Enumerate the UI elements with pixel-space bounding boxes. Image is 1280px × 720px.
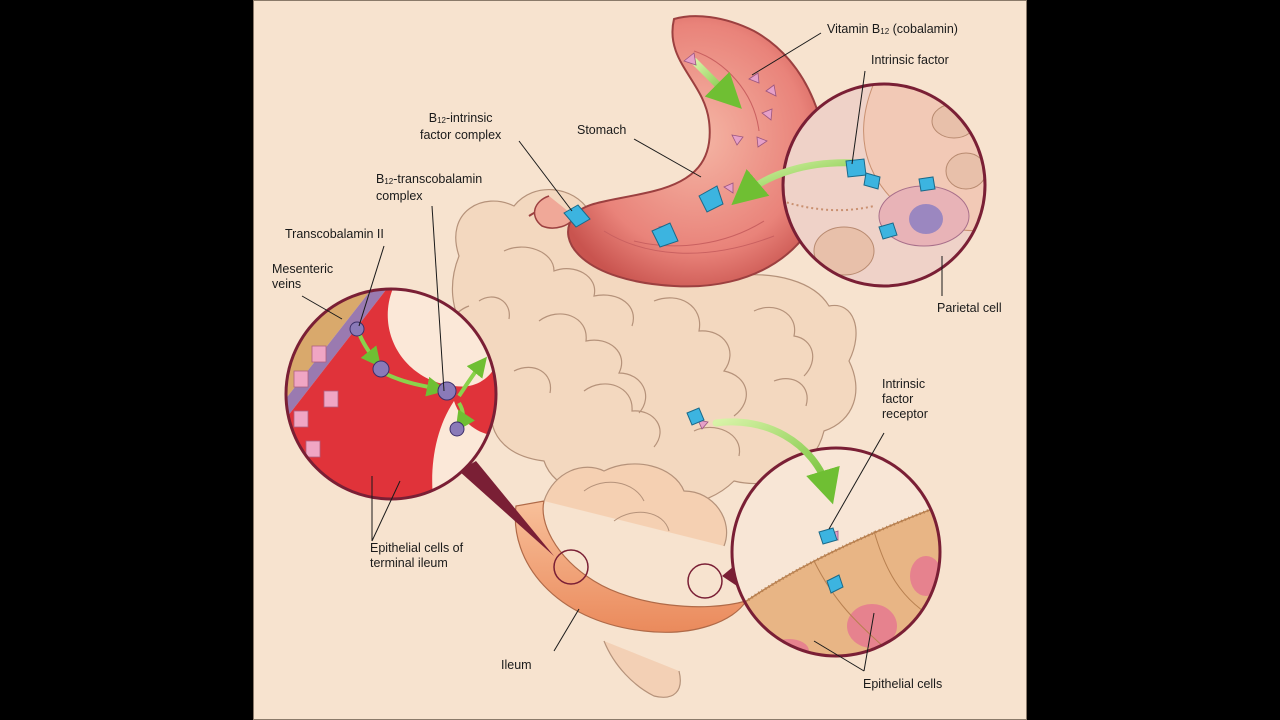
label-ileum: Ileum [501, 658, 532, 672]
zoom-wedge-left [459, 461, 554, 556]
label-intrinsic-factor-receptor: Intrinsic factor receptor [882, 377, 928, 421]
pathway-arrows [690, 57, 858, 505]
b12-absorption-illustration [284, 15, 987, 698]
label-b12-transcobalamin-complex: B12-transcobalamin complex [376, 172, 483, 203]
label-vitamin-b12: Vitamin B12 (cobalamin) [827, 22, 958, 36]
diagram-panel: Vitamin B12 (cobalamin) Intrinsic factor… [253, 0, 1027, 720]
label-mesenteric-veins: Mesenteric veins [272, 262, 334, 291]
zoom-wedge-right [722, 566, 737, 586]
label-epithelial-cells-terminal-ileum: Epithelial cells of terminal ileum [370, 541, 464, 570]
ileum [514, 463, 748, 698]
vein-magnifier [286, 289, 496, 499]
label-transcobalamin-ii: Transcobalamin II [285, 227, 384, 241]
intrinsic-factor-icons [563, 158, 936, 594]
label-stomach: Stomach [577, 123, 627, 137]
label-intrinsic-factor: Intrinsic factor [871, 53, 949, 67]
label-parietal-cell: Parietal cell [937, 301, 1002, 315]
label-epithelial-cells: Epithelial cells [863, 677, 943, 691]
transcobalamin-complex-icons [349, 321, 465, 437]
label-b12-intrinsic-factor-complex: B12-intrinsic factor complex [420, 111, 502, 142]
leader-lines [301, 32, 943, 672]
